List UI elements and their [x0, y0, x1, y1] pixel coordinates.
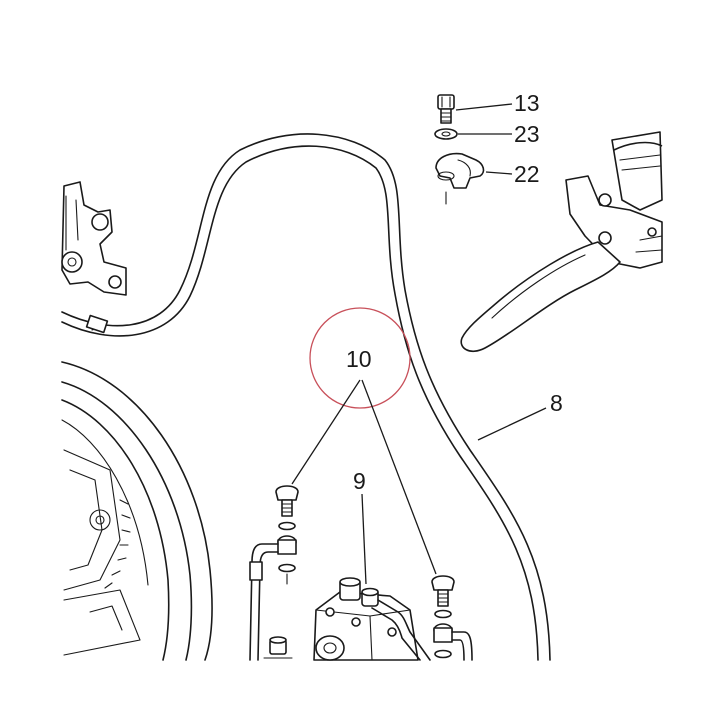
leader-22	[485, 171, 513, 175]
banjo-bolt-left	[275, 485, 299, 585]
leader-8	[477, 407, 547, 441]
bolt-13	[437, 94, 455, 124]
callout-9: 9	[353, 468, 366, 494]
callout-13: 13	[514, 90, 540, 116]
callout-23: 23	[514, 121, 540, 147]
callout-10: 10	[346, 346, 372, 372]
highlight-circle	[309, 307, 411, 409]
caliper-bracket	[61, 181, 127, 296]
brake-pipe-left	[249, 543, 279, 661]
leader-10-left	[291, 379, 361, 485]
wheel-disc	[61, 361, 213, 661]
callout-22: 22	[514, 161, 540, 187]
leader-10-right	[361, 379, 437, 575]
abs-modulator	[313, 493, 431, 661]
leader-9	[361, 493, 367, 585]
callout-8: 8	[550, 390, 563, 416]
banjo-bolt-right	[431, 575, 473, 661]
washer-23	[434, 128, 458, 140]
fitting-bottom-left	[263, 636, 293, 659]
brake-hose	[61, 133, 551, 661]
master-cylinder-lever	[460, 131, 663, 353]
clamp-22	[435, 152, 485, 205]
leader-13	[455, 103, 513, 111]
